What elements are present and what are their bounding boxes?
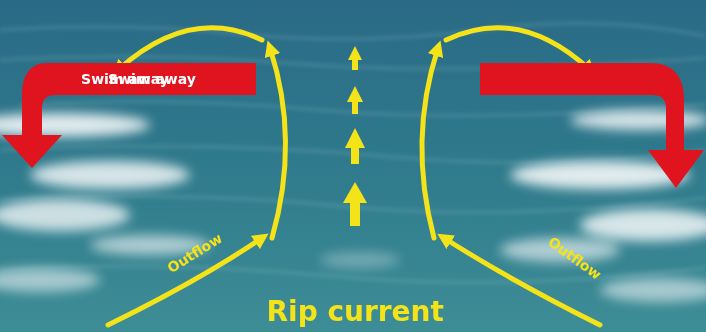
swim-away-arrow: Swim away [448, 60, 706, 190]
rip-current-label: Rip current [267, 295, 444, 328]
rip-arrow [270, 48, 286, 238]
current-arrows [343, 46, 367, 226]
arrow-text: Swim away [30, 63, 220, 95]
red-arrow-shape [448, 60, 706, 190]
rip-arrow [422, 48, 438, 238]
